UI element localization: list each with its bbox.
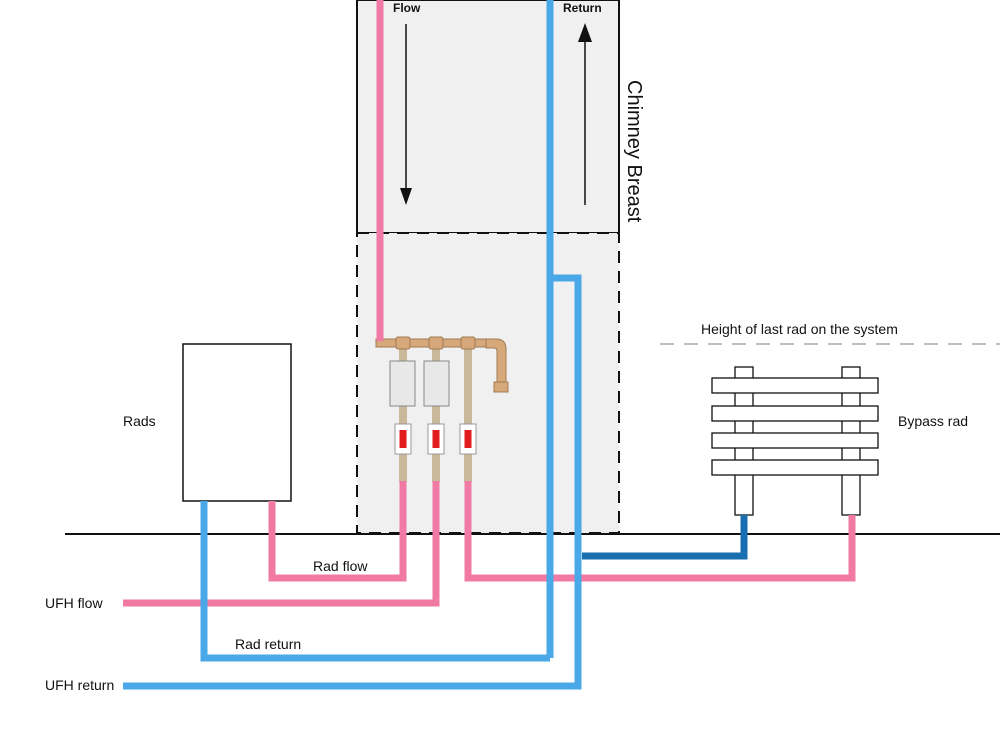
ufh-return-pipe (123, 274, 582, 690)
ufh-flow-label: UFH flow (45, 595, 103, 611)
rads-radiator (182, 343, 292, 502)
flow-pipes (123, 0, 856, 607)
manifold (375, 336, 509, 393)
valves (394, 423, 477, 455)
bypass-return-pipe (582, 515, 748, 560)
ufh-flow-pipe (123, 481, 440, 607)
rad-flow-pipe (268, 481, 407, 582)
flow-arrow (400, 24, 412, 205)
bypass-flow-pipe (464, 481, 856, 582)
rad-flow-label: Rad flow (313, 558, 368, 574)
chimney-breast-label: Chimney Breast (623, 80, 645, 223)
rads-label: Rads (123, 413, 156, 429)
rad-return-pipe (200, 501, 550, 662)
flow-label: Flow (393, 1, 421, 15)
return-pipes (123, 0, 582, 690)
actuators (389, 360, 450, 407)
return-arrow (578, 23, 592, 205)
last-rad-height-label: Height of last rad on the system (701, 321, 898, 337)
ufh-return-label: UFH return (45, 677, 114, 693)
chimney-upper (356, 0, 620, 234)
bypass-rad-label: Bypass rad (898, 413, 968, 429)
return-label: Return (563, 1, 602, 15)
rad-return-label: Rad return (235, 636, 301, 652)
bypass-radiator (711, 366, 879, 516)
